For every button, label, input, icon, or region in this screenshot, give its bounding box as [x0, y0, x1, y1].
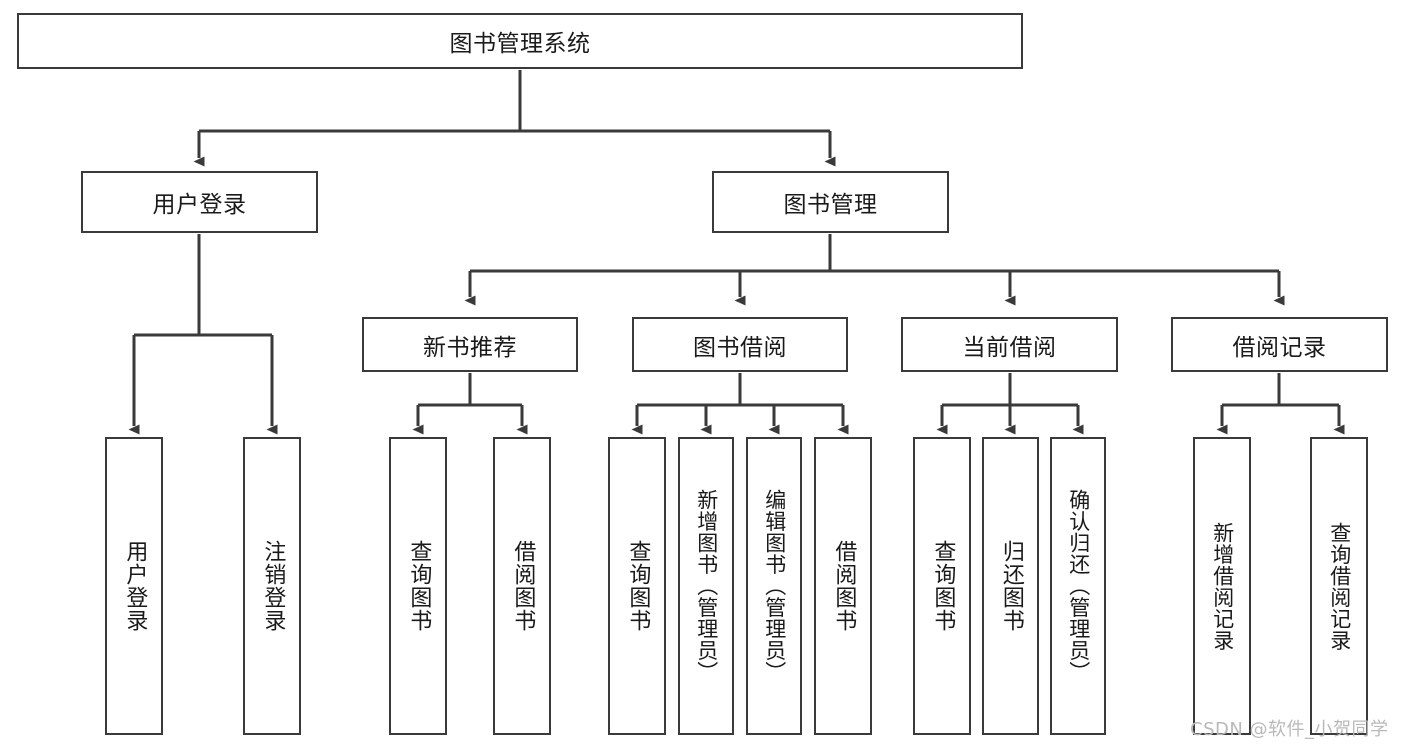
leaf-add-borrow-record[interactable]: 新增借阅记录	[1193, 437, 1251, 735]
leaf-add-book-admin[interactable]: 新增图书（管理员）	[678, 437, 734, 735]
node-new-book-recommend-label: 新书推荐	[423, 334, 517, 361]
leaf-confirm-return-admin-label: 确认归还（管理员）	[1066, 489, 1091, 683]
leaf-edit-book-admin[interactable]: 编辑图书（管理员）	[746, 437, 802, 735]
leaf-query-borrow-record-label: 查询借阅记录	[1327, 521, 1352, 651]
leaf-borrow-book-recommend[interactable]: 借阅图书	[493, 437, 551, 735]
leaf-user-login[interactable]: 用户登录	[105, 437, 163, 735]
leaf-query-book-current[interactable]: 查询图书	[913, 437, 971, 735]
leaf-query-book-recommend-label: 查询图书	[406, 540, 432, 632]
leaf-query-book-borrow[interactable]: 查询图书	[608, 437, 666, 735]
node-book-management-label: 图书管理	[783, 192, 878, 218]
node-borrow-record-label: 借阅记录	[1232, 334, 1327, 361]
leaf-query-book-borrow-label: 查询图书	[625, 540, 651, 632]
leaf-query-book-recommend[interactable]: 查询图书	[389, 437, 447, 735]
node-new-book-recommend[interactable]: 新书推荐	[362, 317, 578, 372]
leaf-borrow-book-borrow[interactable]: 借阅图书	[814, 437, 872, 735]
node-current-borrow-label: 当前借阅	[962, 334, 1057, 361]
leaf-logout-login[interactable]: 注销登录	[243, 437, 301, 735]
leaf-edit-book-admin-label: 编辑图书（管理员）	[762, 489, 787, 683]
leaf-query-borrow-record[interactable]: 查询借阅记录	[1310, 437, 1368, 735]
node-root-label: 图书管理系统	[449, 31, 591, 57]
node-root[interactable]: 图书管理系统	[17, 13, 1023, 69]
node-borrow-record[interactable]: 借阅记录	[1171, 317, 1388, 372]
node-user-login-label: 用户登录	[152, 192, 247, 218]
leaf-return-book[interactable]: 归还图书	[982, 437, 1039, 735]
leaf-user-login-label: 用户登录	[122, 540, 148, 632]
leaf-add-book-admin-label: 新增图书（管理员）	[694, 489, 719, 683]
node-book-management[interactable]: 图书管理	[712, 171, 949, 233]
node-book-borrow[interactable]: 图书借阅	[632, 317, 848, 372]
leaf-logout-login-label: 注销登录	[260, 540, 286, 632]
leaf-confirm-return-admin[interactable]: 确认归还（管理员）	[1050, 437, 1106, 735]
node-user-login[interactable]: 用户登录	[81, 171, 318, 233]
node-current-borrow[interactable]: 当前借阅	[901, 317, 1118, 372]
node-book-borrow-label: 图书借阅	[693, 334, 787, 361]
csdn-watermark: CSDN @软件_小贺同学	[1190, 719, 1389, 740]
leaf-borrow-book-borrow-label: 借阅图书	[831, 540, 857, 632]
leaf-add-borrow-record-label: 新增借阅记录	[1210, 521, 1235, 651]
leaf-query-book-current-label: 查询图书	[930, 540, 956, 632]
leaf-return-book-label: 归还图书	[998, 540, 1024, 632]
leaf-borrow-book-recommend-label: 借阅图书	[510, 540, 536, 632]
